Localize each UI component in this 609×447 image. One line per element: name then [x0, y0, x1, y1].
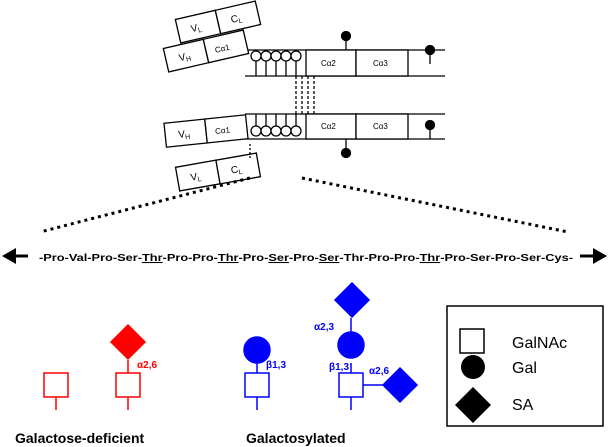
- sequence-left-arrow-icon: [2, 248, 16, 264]
- label-galactosylated: Galactosylated: [246, 430, 346, 446]
- galnac-square-deficient-2: [115, 372, 141, 398]
- lower-light-chain: VL CL: [174, 152, 262, 192]
- lower-hinge-oglycans: [250, 114, 302, 137]
- upper-ca2-domain: [305, 49, 357, 77]
- legend-gal-circle-icon: [461, 355, 485, 379]
- label-galactose-deficient: Galactose-deficient: [15, 430, 144, 446]
- svg-text:VH: VH: [178, 51, 192, 65]
- linkage-b13-blue-1: β1,3: [266, 360, 286, 371]
- upper-cl-label: C: [230, 14, 240, 26]
- sa-diamond-deficient: [109, 323, 147, 361]
- upper-light-chain: VL CL: [174, 0, 262, 44]
- zoom-guide-lines: [39, 176, 569, 234]
- ser-site-1: Ser: [268, 252, 289, 264]
- svg-text:VL: VL: [190, 22, 203, 36]
- iga1-antibody-schematic: VL CL VH Cα1 Cα2 Cα3: [162, 0, 445, 192]
- upper-hinge-oglycans: [250, 50, 302, 76]
- thr-site-2: Thr: [218, 252, 239, 264]
- hinge-sequence: -Pro-Val-Pro-Ser-Thr-Pro-Pro-Thr-Pro-Ser…: [2, 248, 607, 264]
- lower-cl-domain: [215, 152, 262, 185]
- sa-diamond-galactosylated-side: [381, 366, 419, 404]
- upper-cl-subscript: L: [238, 18, 243, 26]
- lower-ca2-label: Cα2: [321, 122, 336, 131]
- upper-ca1-domain: [202, 29, 250, 64]
- upper-vl-label: V: [190, 23, 199, 35]
- lower-ca1-domain: [204, 114, 249, 144]
- upper-vh-subscript: H: [185, 56, 192, 64]
- galnac-square-galactosylated-2: [338, 372, 364, 398]
- sequence-right-arrow-icon: [593, 248, 607, 264]
- upper-n-glycans: [340, 30, 436, 64]
- galactose-deficient-glycans: [43, 323, 147, 410]
- hinge-sequence-text: -Pro-Val-Pro-Ser-Thr-Pro-Pro-Thr-Pro-Ser…: [39, 252, 574, 264]
- lower-vh-label: V: [178, 129, 186, 141]
- lower-vl-label: V: [190, 172, 199, 184]
- galnac-square-deficient-1: [43, 372, 69, 398]
- upper-ca3-label: Cα3: [373, 59, 388, 68]
- lower-vl-subscript: L: [197, 176, 202, 184]
- linkage-a23-blue: α2,3: [314, 322, 334, 333]
- lower-cl-subscript: L: [238, 169, 243, 177]
- legend-sa-diamond-icon: [455, 387, 491, 423]
- gal-circle-galactosylated-1: [243, 336, 271, 364]
- galnac-square-galactosylated-1: [244, 372, 270, 398]
- gal-circle-galactosylated-2: [337, 331, 365, 359]
- legend-galnac-square-icon: [459, 328, 485, 354]
- legend-sa-label: SA: [512, 397, 534, 414]
- linkage-b13-blue-2: β1,3: [329, 362, 349, 373]
- upper-ca3-domain: [355, 49, 409, 77]
- upper-vh-domain: [162, 38, 210, 73]
- legend-gal-label: Gal: [512, 360, 537, 377]
- lower-heavy-fab: VH Cα1: [163, 114, 249, 148]
- svg-text:CL: CL: [230, 13, 244, 27]
- legend-box: GalNAc Gal SA: [446, 305, 604, 427]
- hinge-disulfide-bonds: [295, 76, 315, 114]
- linkage-a26-blue: α2,6: [369, 366, 389, 377]
- thr-site-3: Thr: [420, 252, 441, 264]
- svg-text:VL: VL: [190, 171, 203, 185]
- svg-text:CL: CL: [230, 164, 243, 178]
- lower-ca3-domain: [355, 113, 409, 140]
- lower-ca1-label: Cα1: [215, 125, 231, 136]
- ser-site-2: Ser: [319, 252, 340, 264]
- upper-ca2-label: Cα2: [321, 59, 336, 68]
- lower-cl-label: C: [230, 165, 239, 177]
- linkage-a26-red: α2,6: [137, 360, 157, 371]
- lower-vh-domain: [163, 118, 208, 148]
- galactosylated-glycans: [243, 281, 419, 410]
- upper-ca1-label: Cα1: [214, 43, 231, 55]
- upper-cl-domain: [214, 0, 262, 35]
- lower-n-glycans: [340, 119, 436, 159]
- upper-heavy-fab: VH Cα1: [162, 29, 250, 73]
- sa-diamond-galactosylated-top: [333, 281, 371, 319]
- upper-vl-subscript: L: [197, 27, 202, 35]
- thr-site-1: Thr: [142, 252, 163, 264]
- svg-text:VH: VH: [178, 129, 191, 142]
- lower-vh-subscript: H: [185, 134, 191, 141]
- lower-ca3-label: Cα3: [373, 122, 388, 131]
- legend-galnac-label: GalNAc: [512, 335, 567, 352]
- upper-vh-label: V: [178, 52, 187, 64]
